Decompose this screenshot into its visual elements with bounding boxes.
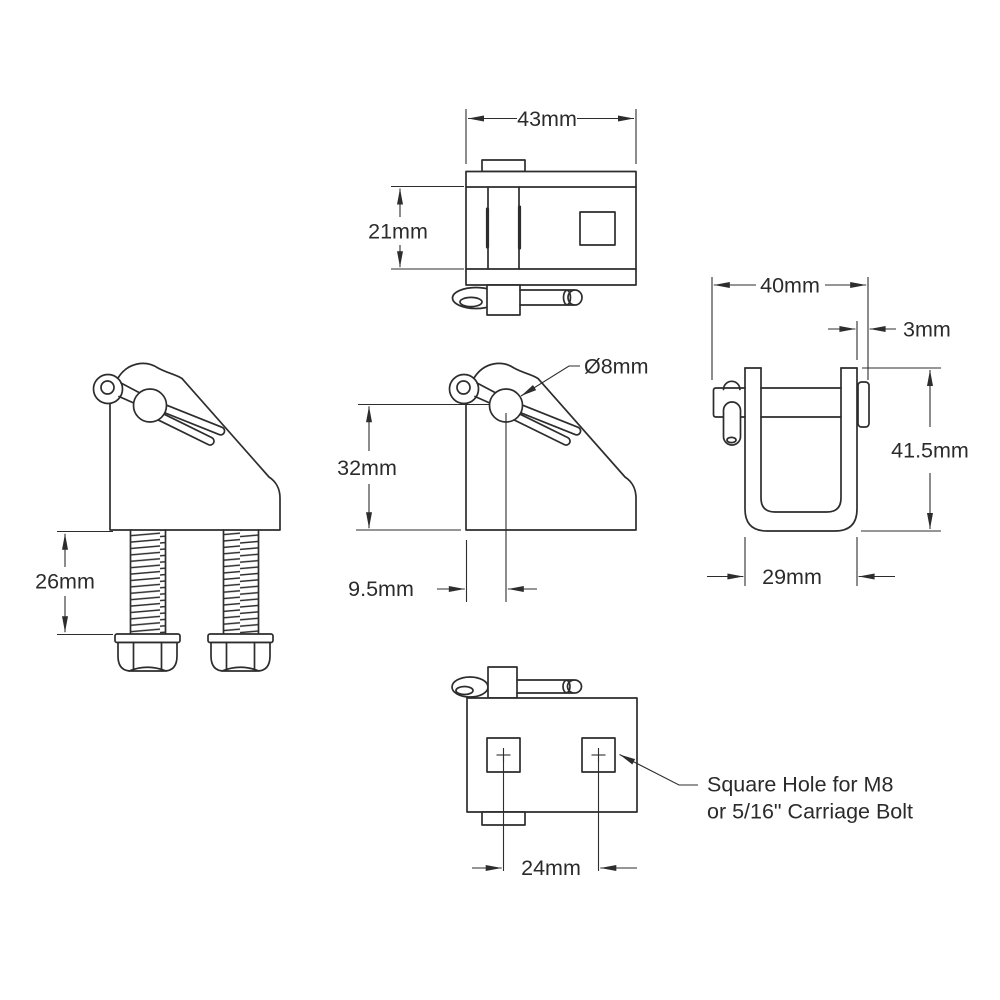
- dim-label-9-5mm: 9.5mm: [348, 577, 414, 601]
- dim-label-32mm: 32mm: [337, 456, 397, 480]
- top-view-tab: [481, 159, 526, 173]
- cotter-pin-loop-edge: [722, 380, 741, 391]
- dim-plate-thickness: 3mm: [828, 318, 951, 360]
- top-view-body: [465, 170, 637, 286]
- bracket-profile-left: [109, 362, 281, 531]
- cotter-pin-front-view: [448, 373, 582, 446]
- dim-right-height: 41.5mm: [861, 367, 969, 532]
- u-channel-outer: [744, 367, 858, 532]
- dim-front-height: 32mm: [337, 403, 489, 531]
- dim-hole-spacing: 24mm: [472, 856, 637, 880]
- square-hole-top-view: [579, 211, 616, 246]
- side-plate: [857, 381, 870, 428]
- dim-label-40mm: 40mm: [760, 274, 820, 298]
- view-side-left: 26mm: [35, 362, 281, 672]
- dim-right-width: 40mm: [711, 274, 869, 380]
- cotter-pin-top-view: [451, 284, 583, 316]
- carriage-bolt-left: [114, 529, 181, 672]
- view-bottom: 24mm Square Hole for M8 or 5/16" Carriag…: [451, 666, 913, 880]
- dim-top-depth: 21mm: [368, 185, 464, 270]
- dim-label-24mm: 24mm: [521, 856, 581, 880]
- dim-label-21mm: 21mm: [368, 220, 428, 244]
- dim-bolt-length: 26mm: [35, 530, 113, 636]
- bracket-profile-front: [465, 362, 637, 531]
- bottom-view-body: [466, 697, 638, 813]
- dim-pin-diameter: Ø8mm: [520, 355, 649, 397]
- callout-text-line1: Square Hole for M8: [707, 773, 893, 797]
- hole-center-marks: [496, 748, 606, 871]
- pin-head-circle: [132, 388, 168, 423]
- view-side-right: 40mm 3mm 41.5mm 29mm: [707, 274, 969, 589]
- cotter-pin-legs-end: [722, 401, 742, 446]
- u-channel-inner: [760, 367, 842, 513]
- callout-leader-line: [619, 754, 698, 786]
- square-hole-callout: Square Hole for M8 or 5/16" Carriage Bol…: [619, 754, 913, 824]
- dim-pin-offset: 9.5mm: [348, 413, 537, 602]
- carriage-bolt-right: [207, 529, 274, 672]
- dim-label-41-5mm: 41.5mm: [891, 439, 969, 463]
- cotter-pin-left-view: [92, 373, 226, 446]
- cotter-pin-bottom-view: [451, 666, 583, 699]
- dim-label-3mm: 3mm: [903, 318, 951, 342]
- dim-label-26mm: 26mm: [35, 570, 95, 594]
- callout-text-line2: or 5/16" Carriage Bolt: [707, 800, 913, 824]
- clevis-pin-end: [712, 387, 746, 418]
- dim-label-29mm: 29mm: [762, 565, 822, 589]
- dim-top-width: 43mm: [465, 107, 637, 164]
- dim-label-o8mm: Ø8mm: [584, 355, 649, 379]
- view-side-front: 32mm 9.5mm Ø8mm: [337, 355, 649, 602]
- dim-channel-width: 29mm: [707, 537, 895, 589]
- dim-label-43mm: 43mm: [517, 107, 577, 131]
- view-top: 43mm 21mm: [368, 107, 637, 316]
